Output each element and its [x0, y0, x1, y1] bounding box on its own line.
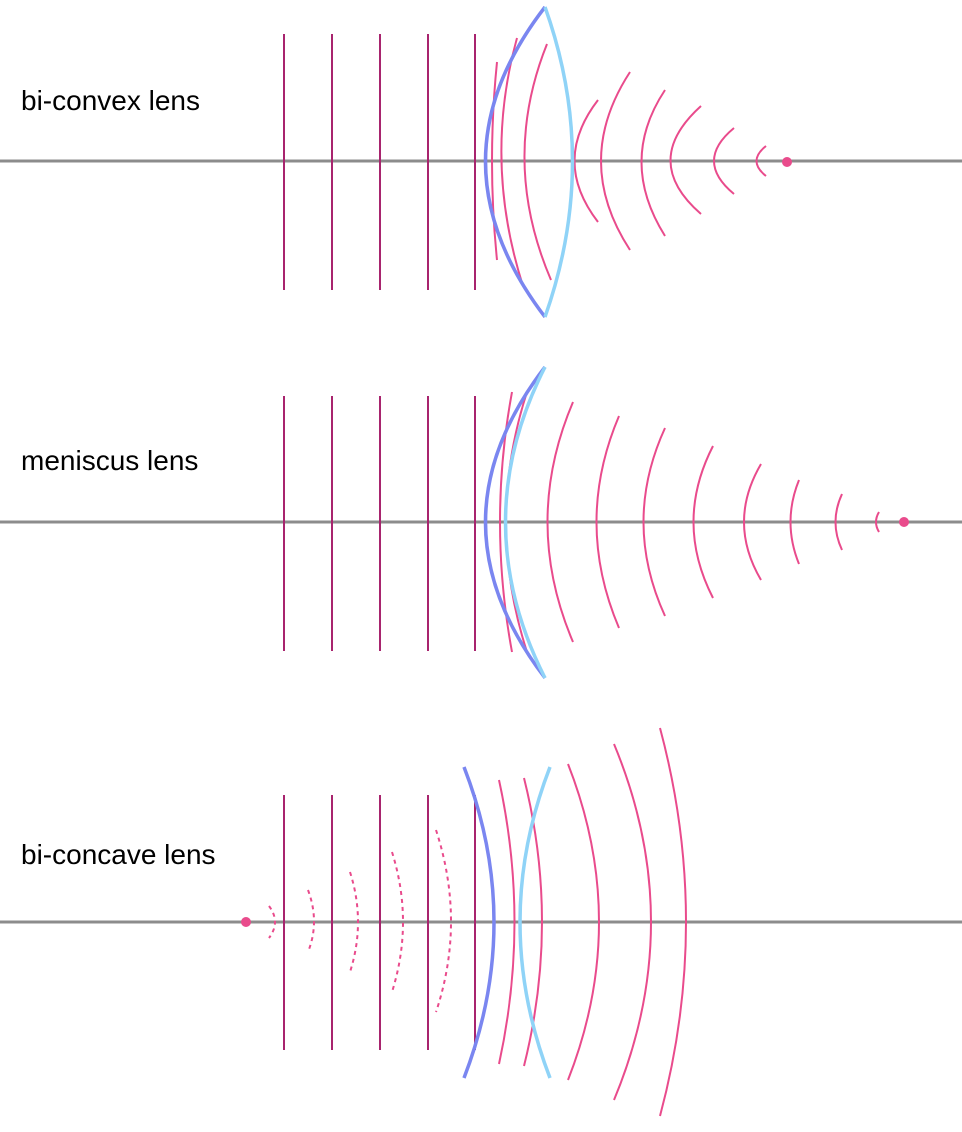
- outgoing-wavefront: [500, 37, 524, 287]
- outgoing-wavefronts: [491, 37, 767, 287]
- outgoing-wavefront: [523, 43, 552, 281]
- outgoing-wavefront: [834, 493, 843, 551]
- outgoing-wavefront: [789, 479, 800, 565]
- outgoing-wavefront: [640, 89, 666, 237]
- panel-label: bi-convex lens: [21, 85, 200, 116]
- incoming-wavefronts: [283, 396, 476, 651]
- lens-front-surface: [462, 766, 496, 1079]
- incoming-wavefronts: [283, 795, 476, 1050]
- virtual-wavefront: [268, 905, 276, 939]
- outgoing-wavefronts: [498, 727, 687, 1117]
- lens-meniscus: [483, 365, 547, 680]
- outgoing-wavefront: [743, 463, 762, 581]
- outgoing-wavefront: [600, 71, 631, 251]
- outgoing-wavefront: [595, 415, 620, 629]
- outgoing-wavefront: [613, 743, 652, 1101]
- outgoing-wavefront: [498, 779, 516, 1065]
- virtual-wavefront: [391, 851, 404, 993]
- incoming-wavefronts: [283, 34, 476, 290]
- lens-bi-convex: [483, 5, 575, 319]
- lens-front-surface: [483, 365, 547, 680]
- virtual-focal-point: [241, 917, 251, 927]
- lens-bi-concave: [462, 766, 552, 1079]
- lens-back-surface: [543, 6, 575, 318]
- outgoing-wavefront: [546, 401, 574, 643]
- outgoing-wavefront: [659, 727, 687, 1117]
- outgoing-wavefront: [669, 105, 702, 215]
- lens-back-surface: [503, 366, 547, 679]
- lens-front-surface: [483, 5, 547, 319]
- panel-bi-concave: bi-concave lens: [0, 727, 962, 1117]
- virtual-wavefront: [307, 889, 315, 953]
- outgoing-wavefront: [523, 777, 543, 1067]
- virtual-wavefront: [435, 829, 452, 1013]
- focal-point: [899, 517, 909, 527]
- outgoing-wavefront: [875, 511, 880, 533]
- focal-point: [782, 157, 792, 167]
- outgoing-wavefront: [692, 445, 714, 599]
- outgoing-wavefront: [713, 127, 735, 195]
- panel-label: meniscus lens: [21, 445, 198, 476]
- panel-label: bi-concave lens: [21, 839, 216, 870]
- panel-meniscus: meniscus lens: [0, 365, 962, 680]
- virtual-wavefront: [349, 871, 359, 973]
- outgoing-wavefront: [755, 145, 767, 177]
- panel-bi-convex: bi-convex lens: [0, 5, 962, 319]
- outgoing-wavefront: [491, 61, 498, 261]
- outgoing-wavefront: [567, 763, 600, 1081]
- lens-back-surface: [518, 766, 552, 1079]
- outgoing-wavefronts: [499, 391, 880, 653]
- virtual-wavefronts: [268, 829, 452, 1013]
- outgoing-wavefront: [573, 99, 599, 223]
- outgoing-wavefront: [642, 427, 666, 617]
